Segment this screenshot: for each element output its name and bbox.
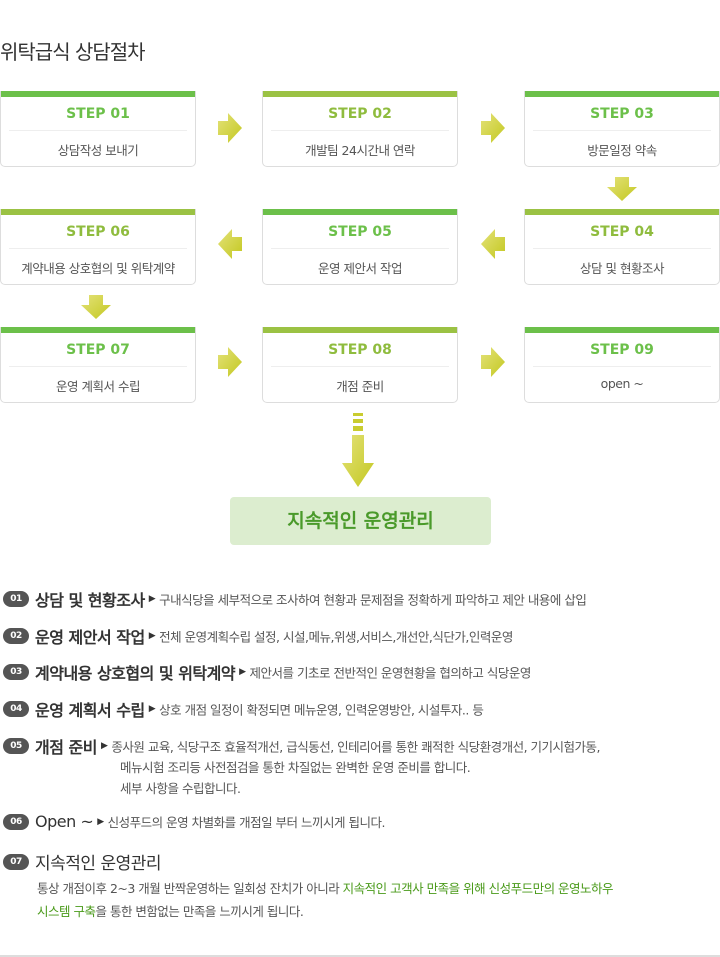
step-bar: [263, 91, 457, 97]
divider: [271, 248, 449, 249]
step-bar: [525, 327, 719, 333]
step-card-3: STEP 03 방문일정 약속: [524, 91, 720, 167]
detail-item-04: 04 운영 계획서 수립▶상호 개점 일정이 확정되면 메뉴운영, 인력운영방안,…: [3, 697, 484, 721]
step-card-8: STEP 08 개점 준비: [262, 327, 458, 403]
bullet-icon: ▶: [148, 704, 156, 714]
step-label: STEP 04: [590, 224, 654, 240]
step-card-2: STEP 02 개발팀 24시간내 연락: [262, 91, 458, 167]
step-label: STEP 02: [328, 106, 392, 122]
detail-item-01: 01 상담 및 현황조사▶구내식당을 세부적으로 조사하여 현황과 문제점을 정확…: [3, 587, 587, 611]
number-badge: 01: [3, 591, 29, 607]
bullet-icon: ▶: [148, 631, 156, 641]
detail-heading: 개점 준비: [35, 738, 97, 757]
number-badge: 05: [3, 738, 29, 754]
arrow-left-icon: [481, 229, 505, 259]
step-card-9: STEP 09 open ~: [524, 327, 720, 403]
detail-item-06: 06 Open ~▶신성푸드의 운영 차별화를 개점일 부터 느끼시게 됩니다.: [3, 812, 385, 831]
number-badge: 06: [3, 813, 29, 830]
detail-item-02: 02 운영 제안서 작업▶전체 운영계획수립 설정, 시설,메뉴,위생,서비스,개…: [3, 624, 513, 648]
detail-heading: 상담 및 현황조사: [35, 591, 145, 610]
step-label: STEP 03: [590, 106, 654, 122]
number-badge: 02: [3, 628, 29, 644]
final-text: 통상 개점이후 2~3 개월 반짝운영하는 일회성 잔치가 아니라: [37, 881, 343, 896]
step-label: STEP 01: [66, 106, 130, 122]
step-bar: [1, 327, 195, 333]
detail-desc-cont: 메뉴시험 조리등 사전점검을 통한 차질없는 완벽한 운영 준비를 합니다.: [120, 760, 471, 775]
divider: [9, 248, 187, 249]
detail-heading: 지속적인 운영관리: [35, 854, 162, 874]
step-card-7: STEP 07 운영 계획서 수립: [0, 327, 196, 403]
step-bar: [263, 327, 457, 333]
step-text: 방문일정 약속: [587, 143, 657, 158]
step-bar: [263, 209, 457, 215]
arrow-left-icon: [218, 229, 242, 259]
final-line-2: 시스템 구축을 통한 변함없는 만족을 느끼시게 됩니다.: [37, 901, 304, 920]
step-bar: [525, 91, 719, 97]
divider: [271, 366, 449, 367]
number-badge: 04: [3, 701, 29, 717]
detail-item-03: 03 계약내용 상호협의 및 위탁계약▶제안서를 기초로 전반적인 운영현황을 협…: [3, 660, 531, 684]
step-text: 운영 제안서 작업: [318, 261, 402, 276]
goal-box: 지속적인 운영관리: [230, 497, 491, 545]
detail-desc-cont: 세부 사항을 수립합니다.: [120, 781, 241, 796]
number-badge: 03: [3, 664, 29, 680]
detail-heading: 운영 제안서 작업: [35, 628, 145, 647]
detail-heading: 운영 계획서 수립: [35, 701, 145, 720]
arrow-down-icon: [81, 295, 111, 319]
detail-desc: 상호 개점 일정이 확정되면 메뉴운영, 인력운영방안, 시설투자.. 등: [159, 702, 484, 718]
page-title: 위탁급식 상담절차: [0, 40, 146, 64]
final-highlight: 시스템 구축: [37, 904, 96, 919]
step-label: STEP 08: [328, 342, 392, 358]
step-bar: [525, 209, 719, 215]
bullet-icon: ▶: [97, 816, 104, 827]
detail-item-05: 05 개점 준비▶종사원 교육, 식당구조 효율적개선, 급식동선, 인테리어를 …: [3, 734, 601, 758]
detail-desc: 전체 운영계획수립 설정, 시설,메뉴,위생,서비스,개선안,식단가,인력운영: [159, 629, 513, 645]
bullet-icon: ▶: [100, 741, 108, 751]
step-text: open ~: [600, 376, 644, 391]
step-text: 상담작성 보내기: [57, 143, 139, 158]
detail-desc: 제안서를 기초로 전반적인 운영현황을 협의하고 식당운영: [249, 665, 532, 681]
detail-heading: Open ~: [35, 812, 94, 831]
final-line-1: 통상 개점이후 2~3 개월 반짝운영하는 일회성 잔치가 아니라 지속적인 고…: [37, 878, 614, 897]
step-card-1: STEP 01 상담작성 보내기: [0, 91, 196, 167]
step-text: 상담 및 현황조사: [580, 261, 664, 276]
divider: [9, 366, 187, 367]
step-bar: [1, 91, 195, 97]
final-highlight: 지속적인 고객사 만족을 위해 신성푸드만의 운영노하우: [342, 881, 614, 896]
detail-heading: 계약내용 상호협의 및 위탁계약: [35, 664, 236, 683]
divider: [271, 130, 449, 131]
arrow-right-icon: [481, 113, 505, 143]
divider: [533, 248, 711, 249]
bullet-icon: ▶: [148, 594, 156, 604]
detail-desc: 종사원 교육, 식당구조 효율적개선, 급식동선, 인테리어를 통한 쾌적한 식…: [111, 739, 601, 755]
arrow-right-icon: [218, 113, 242, 143]
arrow-down-large-icon: [342, 413, 374, 487]
divider: [9, 130, 187, 131]
bottom-divider: [0, 955, 720, 957]
step-bar: [1, 209, 195, 215]
arrow-right-icon: [481, 347, 505, 377]
step-text: 계약내용 상호협의 및 위탁계약: [21, 261, 175, 276]
bullet-icon: ▶: [239, 667, 246, 677]
step-label: STEP 09: [590, 342, 654, 358]
detail-item-07: 07 지속적인 운영관리: [3, 849, 162, 874]
step-label: STEP 07: [66, 342, 130, 358]
step-card-5: STEP 05 운영 제안서 작업: [262, 209, 458, 285]
step-text: 개발팀 24시간내 연락: [305, 143, 415, 158]
step-label: STEP 06: [66, 224, 130, 240]
final-text: 을 통한 변함없는 만족을 느끼시게 됩니다.: [95, 904, 304, 919]
detail-desc: 신성푸드의 운영 차별화를 개점일 부터 느끼시게 됩니다.: [107, 815, 386, 830]
step-card-4: STEP 04 상담 및 현황조사: [524, 209, 720, 285]
divider: [533, 130, 711, 131]
step-card-6: STEP 06 계약내용 상호협의 및 위탁계약: [0, 209, 196, 285]
step-label: STEP 05: [328, 224, 392, 240]
detail-desc: 구내식당을 세부적으로 조사하여 현황과 문제점을 정확하게 파악하고 제안 내…: [159, 592, 587, 608]
arrow-right-icon: [218, 347, 242, 377]
divider: [533, 366, 711, 367]
step-text: 운영 계획서 수립: [56, 379, 140, 394]
arrow-down-icon: [607, 177, 637, 201]
step-text: 개점 준비: [336, 379, 384, 394]
number-badge: 07: [3, 853, 29, 870]
